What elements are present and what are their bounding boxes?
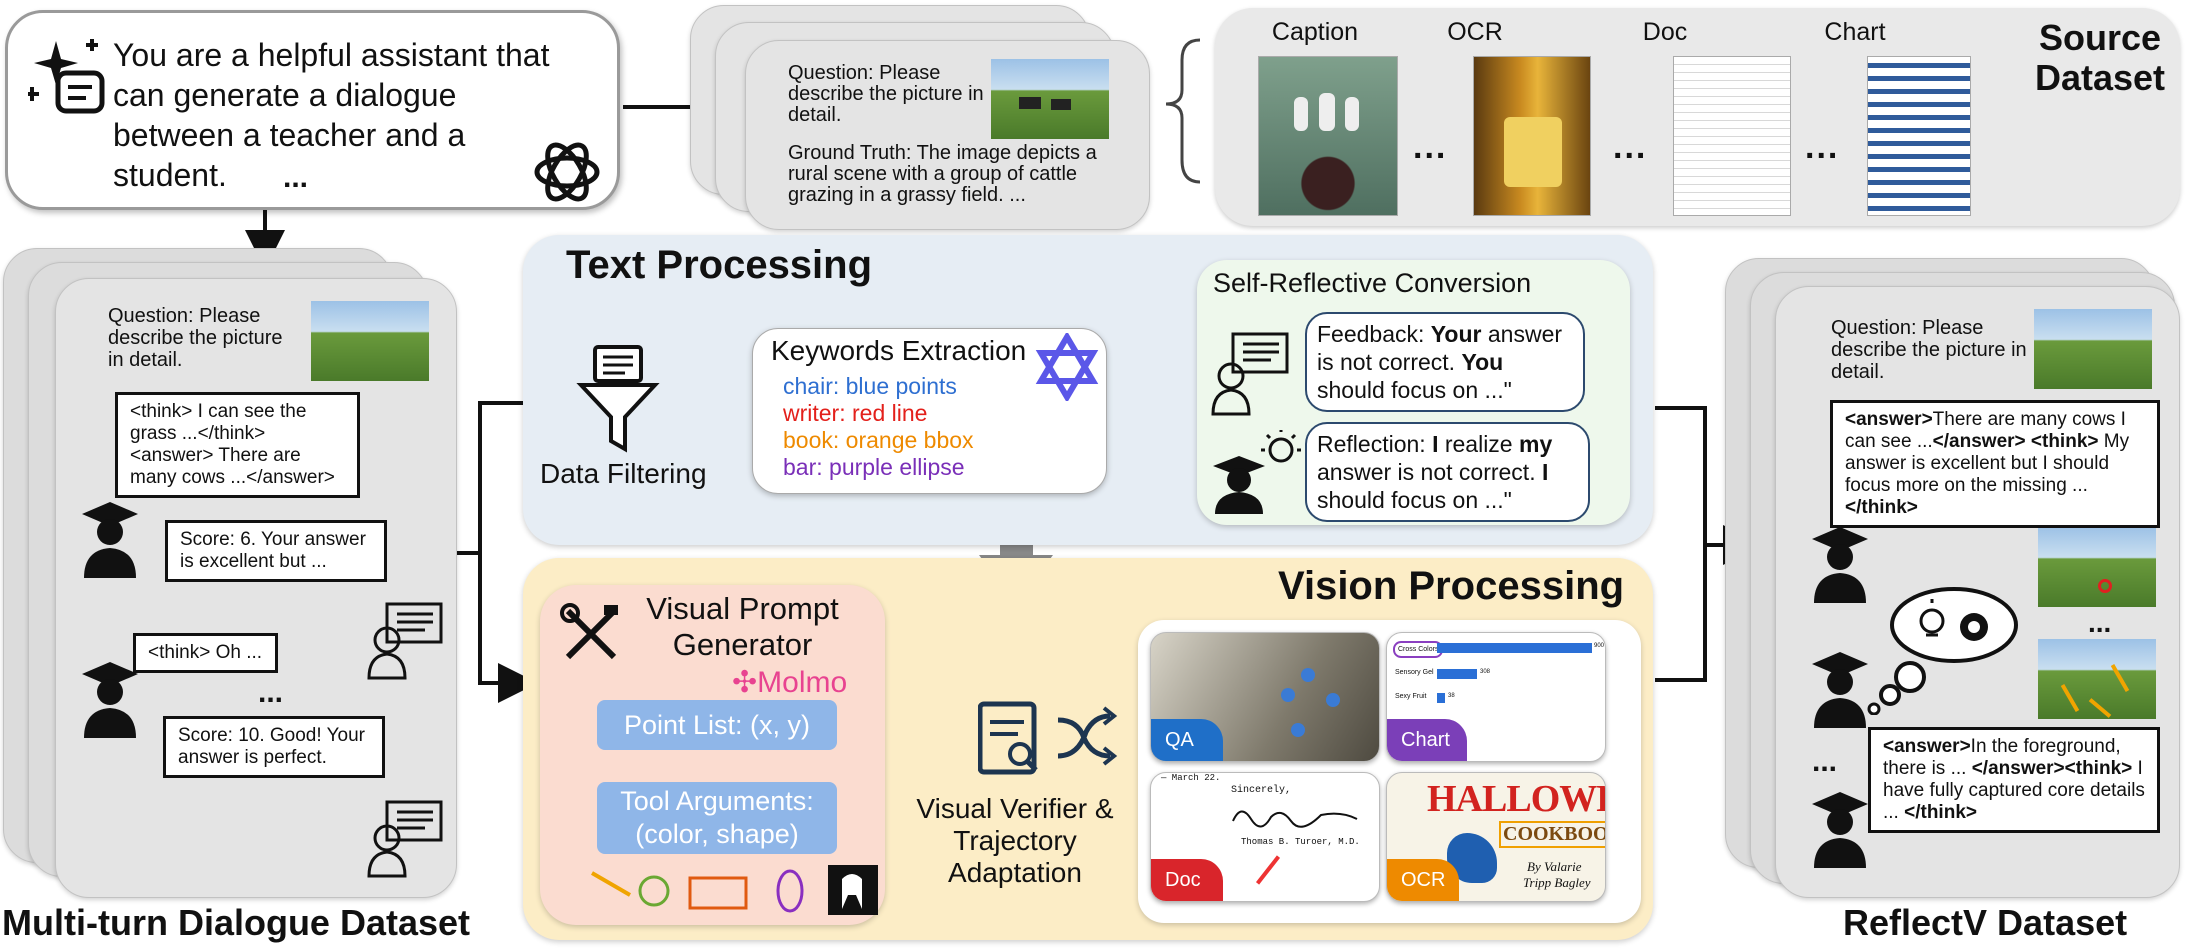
image-ellipsis: ...: [2088, 607, 2112, 638]
dialogue-question: Question: Please describe the picture in…: [108, 305, 283, 371]
reflectv-turn-2: <answer>In the foreground, there is ... …: [1868, 727, 2160, 833]
chart-example: Cross Colors 900 Sensory Gel 308 Sexy Fr…: [1386, 632, 1606, 762]
dialogue-dataset-title: Multi-turn Dialogue Dataset: [2, 902, 471, 943]
source-label-chart: Chart: [1824, 18, 1886, 46]
cattle-field-image: [991, 59, 1109, 139]
source-ground-truth: Ground Truth: The image depicts a rural …: [788, 142, 1097, 206]
caption-thumbnail: [1258, 56, 1398, 216]
cattle-field-image: [311, 301, 429, 381]
teacher-bubble-1: Score: 6. Your answer is excellent but .…: [165, 520, 387, 582]
rectangle-shape-icon: [688, 876, 748, 910]
cattle-field-image: [2034, 309, 2152, 389]
tools-icon: [560, 603, 618, 660]
student-icon: [1812, 792, 1868, 868]
reflectv-question: Question: Please describe the picture in…: [1831, 317, 2027, 383]
vision-processing-title: Vision Processing: [1278, 564, 1625, 608]
teacher-icon: [367, 602, 443, 680]
visual-prompt-generator-panel: Visual Prompt Generator ✣Molmo Point Lis…: [540, 585, 885, 925]
system-prompt-box: You are a helpful assistant that can gen…: [5, 10, 620, 210]
dialogue-card: Question: Please describe the picture in…: [55, 278, 457, 898]
ocr-tag: OCR: [1387, 859, 1459, 901]
system-prompt-text: You are a helpful assistant that can gen…: [113, 37, 550, 193]
data-filtering-label: Data Filtering: [540, 458, 707, 489]
qa-example: QA: [1150, 632, 1380, 762]
student-icon: [1812, 527, 1868, 603]
qwen-logo-icon: [1035, 333, 1099, 401]
filter-icon: [576, 345, 660, 453]
shape-palette: [590, 865, 878, 915]
ocr-example: HALLOWEEN COOKBOOK By Valarie Tripp Bagl…: [1386, 772, 1606, 902]
source-ellipsis-2: ...: [1613, 128, 1648, 166]
feedback-box: Feedback: Your answer is not correct. Yo…: [1305, 312, 1585, 412]
teacher-icon: [1211, 332, 1289, 416]
doc-tag: Doc: [1151, 859, 1223, 901]
verifier-label: Visual Verifier & Trajectory Adaptation: [916, 793, 1114, 888]
student-bubble-1: <think> I can see the grass ...</think> …: [115, 392, 360, 498]
point-list-box: Point List: (x, y): [597, 700, 837, 750]
keyword-item: bar: purple ellipse: [783, 454, 965, 480]
reflectv-ellipsis: ...: [1812, 745, 1838, 778]
source-sample-card: Question: Please describe the picture in…: [745, 40, 1150, 230]
ocr-thumbnail: [1473, 56, 1591, 216]
reflectv-title: ReflectV Dataset: [1843, 902, 2128, 943]
text-processing-title: Text Processing: [566, 243, 873, 287]
student-icon: [82, 662, 138, 738]
thought-cloud-icon: [1867, 587, 2018, 715]
verifier-icon: [978, 701, 1118, 775]
molmo-star-icon: ✣: [732, 666, 758, 699]
molmo-logo: ✣Molmo: [732, 666, 848, 699]
teacher-bubble-2: Score: 10. Good! Your answer is perfect.: [163, 716, 385, 778]
ellipse-shape-icon: [776, 869, 804, 913]
thinking-student-icon: [1213, 430, 1301, 514]
keywords-title: Keywords Extraction: [771, 335, 1027, 366]
self-reflective-panel: Self-Reflective Conversion Feedback: You…: [1197, 260, 1630, 525]
source-label-ocr: OCR: [1447, 18, 1503, 46]
circle-shape-icon: [638, 875, 670, 907]
cattle-field-image-arrows: [2038, 639, 2156, 719]
chart-thumbnail: [1867, 56, 1971, 216]
source-question: Question: Please describe the picture in…: [788, 62, 984, 126]
student-icon: [82, 502, 138, 578]
keyword-item: chair: blue points: [783, 373, 957, 399]
doc-thumbnail: [1673, 56, 1791, 216]
self-reflective-title: Self-Reflective Conversion: [1213, 268, 1532, 298]
chart-tag: Chart: [1387, 719, 1467, 761]
sparkle-doc-icon: [28, 39, 105, 114]
source-label-doc: Doc: [1642, 18, 1688, 46]
source-dataset-panel: Caption OCR Doc Chart ... ... ... Source…: [1215, 8, 2180, 226]
dialogue-ellipsis: ...: [258, 676, 284, 709]
doc-example: — March 22. Sincerely, Thomas B. Turoer,…: [1150, 772, 1380, 902]
generator-title: Visual Prompt Generator: [646, 591, 839, 662]
student-icon: [1812, 652, 1868, 728]
keyword-item: book: orange bbox: [783, 427, 974, 453]
system-prompt-ellipsis: ...: [283, 161, 309, 194]
source-ellipsis-1: ...: [1413, 128, 1448, 166]
source-ellipsis-3: ...: [1805, 128, 1840, 166]
reflection-box: Reflection: I realize my answer is not c…: [1305, 422, 1590, 522]
arrow-shape-icon: [590, 871, 632, 897]
teacher-icon: [367, 800, 443, 878]
openai-logo-icon: [534, 142, 600, 202]
reflectv-turn-1: <answer>There are many cows I can see ..…: [1830, 400, 2160, 528]
cattle-field-image-circled: [2038, 527, 2156, 607]
qa-tag: QA: [1151, 719, 1223, 761]
keyword-item: writer: red line: [783, 400, 928, 426]
student-bubble-2: <think> Oh ...: [133, 633, 278, 673]
source-label-caption: Caption: [1271, 18, 1359, 46]
tool-arguments-box: Tool Arguments: (color, shape): [597, 782, 837, 854]
